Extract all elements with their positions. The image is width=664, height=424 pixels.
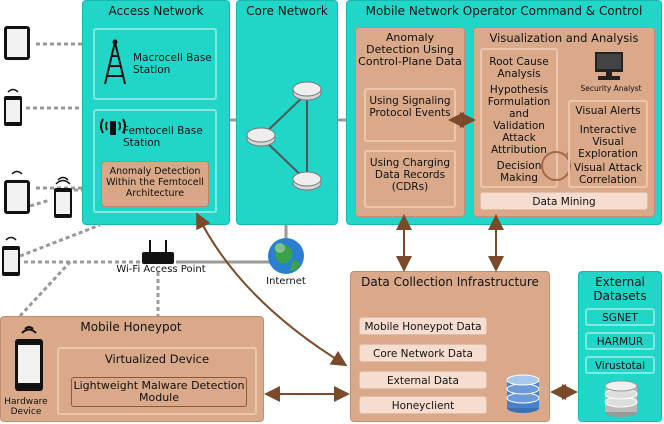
router-icon [292, 171, 322, 191]
tower-icon [104, 39, 126, 85]
router-icon [246, 127, 276, 147]
anomaly-control-plane-title: Anomaly Detection Using Control-Plane Da… [358, 31, 462, 68]
mobile-honeypot-title: Mobile Honeypot [80, 320, 182, 334]
wifi-label: Wi-Fi Access Point [116, 264, 206, 275]
computer-icon [595, 52, 623, 80]
root-cause-label: Root Cause Analysis [489, 56, 549, 80]
visual-correlation-label: Visual Attack Correlation [573, 162, 643, 186]
visualization-box: Visualization and Analysis Root Cause An… [473, 27, 655, 217]
macrocell-label: Macrocell Base Station [133, 52, 212, 76]
globe-icon [268, 238, 304, 274]
router-icon [292, 81, 322, 101]
wifi-router-icon [142, 240, 174, 264]
tablet-icon [4, 26, 30, 60]
lightweight-module-box: Lightweight Malware Detection Module [71, 377, 247, 407]
hardware-phone-icon [15, 326, 43, 391]
virtualized-device-box: Virtualized Device Lightweight Malware D… [57, 347, 257, 415]
internet-label: Internet [266, 276, 306, 287]
interactive-exploration-label: Interactive Visual Exploration [578, 124, 638, 160]
core-routers-diagram [246, 81, 322, 191]
data-collection-title: Data Collection Infrastructure [361, 275, 539, 289]
dc-item-external: External Data [359, 371, 487, 389]
virtualized-device-label: Virtualized Device [104, 352, 210, 366]
femto-anomaly-box: Anomaly Detection Within the Femtocell A… [101, 161, 209, 207]
security-analyst-label: Security Analyst [580, 84, 642, 93]
phone-icon [2, 236, 20, 276]
access-network-title: Access Network [108, 4, 204, 18]
femtocell-box: Femtocell Base Station Anomaly Detection… [93, 109, 217, 213]
decision-making-label: Decision Making [496, 160, 542, 184]
mno-panel: Mobile Network Operator Command & Contro… [346, 0, 662, 225]
mno-title: Mobile Network Operator Command & Contro… [365, 4, 643, 18]
hypothesis-label: Hypothesis Formulation and Validation [487, 84, 551, 132]
visual-features-box: Visual Alerts Interactive Visual Explora… [568, 100, 648, 188]
dataset-virustotal: Virustotal [585, 356, 655, 374]
database-icon [506, 374, 540, 413]
macrocell-box: Macrocell Base Station [93, 28, 217, 100]
hardware-device-label: Hardware Device [4, 397, 48, 417]
dc-item-core: Core Network Data [359, 344, 487, 362]
database-icon [604, 380, 638, 417]
dc-item-honeypot: Mobile Honeypot Data [359, 317, 487, 335]
femtocell-label: Femtocell Base Station [123, 125, 203, 149]
dc-item-honeyclient: Honeyclient [359, 396, 487, 414]
core-network-panel: Core Network [236, 0, 338, 225]
external-datasets-panel: External Datasets SGNET HARMUR Virustota… [578, 271, 662, 422]
visualization-title: Visualization and Analysis [489, 31, 639, 45]
data-collection-panel: Data Collection Infrastructure Mobile Ho… [350, 271, 550, 422]
access-network-panel: Access Network Macrocell Base Station Fe… [82, 0, 230, 225]
dataset-sgnet: SGNET [585, 308, 655, 326]
data-mining-box: Data Mining [480, 192, 648, 210]
phone-icon [54, 176, 72, 218]
analysis-steps-box: Root Cause Analysis Hypothesis Formulati… [480, 48, 558, 188]
dataset-harmur: HARMUR [585, 332, 655, 350]
attack-attribution-label: Attack Attribution [491, 132, 547, 156]
femtocell-icon [100, 118, 126, 135]
cdrs-box: Using Charging Data Records (CDRs) [364, 150, 456, 208]
phone-icon [4, 88, 22, 126]
external-datasets-title: External Datasets [593, 275, 647, 303]
visual-alerts-label: Visual Alerts [575, 105, 641, 117]
core-network-title: Core Network [246, 4, 328, 18]
tablet-icon [4, 170, 30, 214]
